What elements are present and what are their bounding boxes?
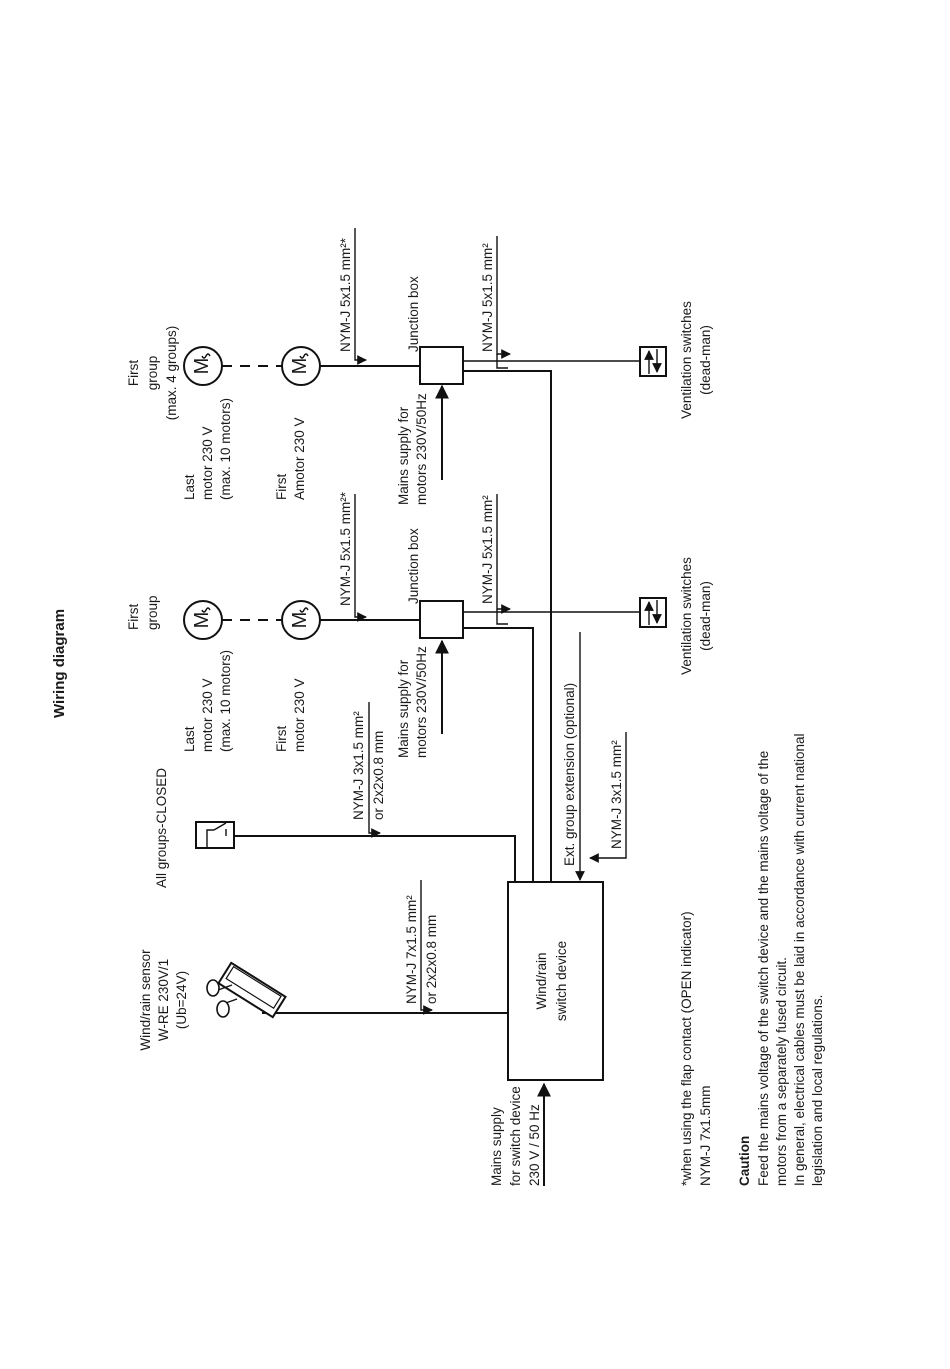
svg-text:M: M: [289, 358, 311, 375]
cable-closed-label-1: NYM-J 3x1.5 mm²: [351, 711, 366, 820]
group1-last-motor-label-2: motor 230 V: [200, 678, 215, 752]
group1-first-motor-label-2: motor 230 V: [292, 678, 307, 752]
cable-leaders: [354, 228, 627, 1186]
group1-mains-label-2: motors 230V/50Hz: [414, 646, 429, 758]
sensor-label-2: W-RE 230V/1: [156, 959, 171, 1041]
group2-group-label-2: group: [145, 356, 160, 391]
group1-first-motor-label-1: First: [274, 726, 289, 752]
group2-ventilation-switch-icon: [639, 346, 667, 377]
page-title: Wiring diagram: [51, 609, 68, 718]
caution-line-1: Feed the mains voltage of the switch dev…: [756, 751, 771, 1186]
group1-cable-vent-label: NYM-J 5x1.5 mm²: [480, 495, 495, 604]
svg-text:M: M: [191, 612, 213, 629]
caution-line-3: In general, electrical cables must be la…: [792, 734, 807, 1187]
group2-last-motor-icon: M: [183, 346, 223, 386]
group1-ventilation-switch-icon: [639, 597, 667, 628]
caution-title: Caution: [737, 1136, 752, 1186]
group2-first-motor-label-2: Amotor 230 V: [292, 417, 307, 500]
group1-last-motor-label-3: (max. 10 motors): [218, 650, 233, 752]
group2-first-motor-icon: M: [281, 346, 321, 386]
switch-device-box: [507, 881, 604, 1081]
group2-first-motor-label-1: First: [274, 474, 289, 500]
switch-device-label-2: switch device: [554, 941, 569, 1021]
group1-first-motor-icon: M: [281, 600, 321, 640]
group2-last-motor-label-3: (max. 10 motors): [218, 398, 233, 500]
group2-cable-motor-label: NYM-J 5x1.5 mm²*: [338, 237, 353, 352]
group1-mains-label-1: Mains supply for: [396, 659, 411, 758]
group1-last-motor-label-1: Last: [182, 726, 197, 752]
sensor-label-3: (Ub=24V): [174, 971, 189, 1029]
group2-last-motor-label-1: Last: [182, 474, 197, 500]
group2-vent-label-2: (dead-man): [698, 325, 713, 395]
wind-rain-sensor-icon: [206, 961, 287, 1019]
caution-line-2: motors from a separately fused circuit.: [774, 957, 789, 1186]
group2-mains-label-1: Mains supply for: [396, 406, 411, 505]
group1-vent-label-2: (dead-man): [698, 581, 713, 651]
group1-junction-label: Junction box: [406, 528, 421, 604]
group1-group-label-2: group: [145, 595, 160, 630]
group1-vent-label-1: Ventilation switches: [679, 557, 694, 675]
group1-last-motor-icon: M: [183, 600, 223, 640]
cable-closed-label-2: or 2x2x0.8 mm: [371, 731, 386, 820]
wires: [222, 360, 640, 1014]
cable-sensor-label-1: NYM-J 7x1.5 mm²: [404, 895, 419, 1004]
mains-switch-label-2: for switch device: [508, 1086, 523, 1186]
all-groups-closed-switch-icon: [195, 821, 235, 849]
group2-junction-box: [419, 346, 464, 385]
cable-ext-label: NYM-J 3x1.5 mm²: [609, 740, 624, 849]
group2-junction-label: Junction box: [406, 276, 421, 352]
switch-device-label-1: Wind/rain: [534, 952, 549, 1009]
group2-last-motor-label-2: motor 230 V: [200, 426, 215, 500]
footnote-line-1: *when using the flap contact (OPEN indic…: [679, 911, 694, 1186]
sensor-label-1: Wind/rain sensor: [138, 949, 153, 1051]
group2-group-label-1: First: [126, 360, 141, 386]
ext-group-label: Ext. group extension (optional): [562, 683, 577, 866]
svg-text:M: M: [191, 358, 213, 375]
mains-switch-label-1: Mains supply: [489, 1107, 504, 1186]
caution-line-4: legislation and local regulations.: [810, 995, 825, 1186]
group2-mains-label-2: motors 230V/50Hz: [414, 393, 429, 505]
group1-group-label-1: First: [126, 604, 141, 630]
svg-text:M: M: [289, 612, 311, 629]
all-groups-closed-label: All groups-CLOSED: [154, 768, 169, 888]
cable-sensor-label-2: or 2x2x0.8 mm: [424, 915, 439, 1004]
group1-junction-box: [419, 600, 464, 639]
group2-cable-vent-label: NYM-J 5x1.5 mm²: [480, 243, 495, 352]
group1-cable-motor-label: NYM-J 5x1.5 mm²*: [338, 491, 353, 606]
group2-vent-label-1: Ventilation switches: [679, 301, 694, 419]
mains-switch-label-3: 230 V / 50 Hz: [527, 1104, 542, 1186]
footnote-line-2: NYM-J 7x1.5mm: [698, 1085, 713, 1186]
group2-group-label-3: (max. 4 groups): [164, 326, 179, 421]
